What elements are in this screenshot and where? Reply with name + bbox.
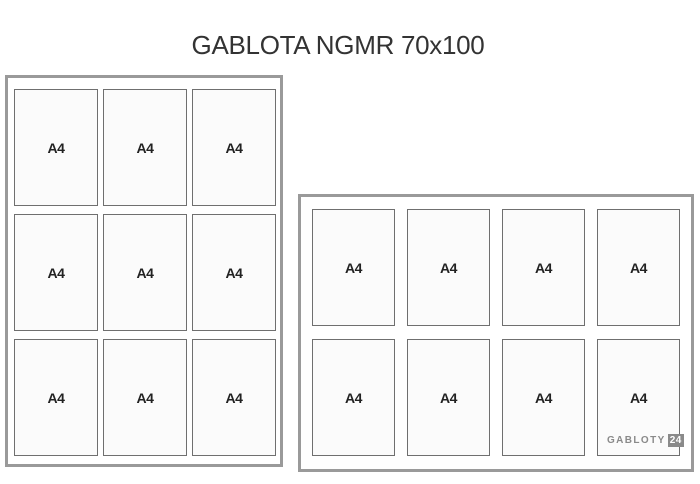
a4-sheet: A4 — [14, 339, 98, 456]
a4-sheet: A4 — [192, 89, 276, 206]
sheet-label: A4 — [535, 259, 552, 276]
sheet-label: A4 — [47, 139, 65, 156]
a4-sheet: A4 — [312, 209, 395, 326]
sheet-label: A4 — [630, 259, 647, 276]
sheet-label: A4 — [345, 259, 362, 276]
sheet-label: A4 — [47, 264, 65, 281]
a4-sheet: A4 — [312, 339, 395, 456]
a4-sheet: A4 — [192, 339, 276, 456]
sheet-label: A4 — [440, 389, 457, 406]
sheet-label: A4 — [535, 389, 552, 406]
a4-sheet: A4 — [103, 214, 187, 331]
sheet-label: A4 — [136, 139, 154, 156]
a4-sheet: A4 — [192, 214, 276, 331]
a4-sheet: A4 — [502, 339, 585, 456]
sheet-label: A4 — [225, 139, 243, 156]
diagram-title: GABLOTA NGMR 70x100 — [191, 30, 485, 60]
sheet-label: A4 — [225, 389, 243, 406]
sheet-label: A4 — [440, 259, 457, 276]
a4-sheet: A4 — [407, 339, 490, 456]
sheet-label: A4 — [225, 264, 243, 281]
brand-badge: 24 — [667, 434, 684, 447]
a4-sheet: A4 — [103, 89, 187, 206]
sheet-label: A4 — [136, 264, 154, 281]
a4-sheet: A4 — [407, 209, 490, 326]
sheet-label: A4 — [47, 389, 65, 406]
sheet-label: A4 — [630, 389, 647, 406]
sheet-label: A4 — [136, 389, 154, 406]
a4-sheet: A4 — [597, 339, 680, 456]
gabloty24-logo: GABLOTY 24 — [607, 433, 684, 448]
sheet-label: A4 — [345, 389, 362, 406]
a4-sheet: A4 — [103, 339, 187, 456]
brand-name: GABLOTY — [607, 435, 666, 446]
a4-sheet: A4 — [502, 209, 585, 326]
a4-sheet: A4 — [597, 209, 680, 326]
a4-sheet: A4 — [14, 89, 98, 206]
a4-sheet: A4 — [14, 214, 98, 331]
